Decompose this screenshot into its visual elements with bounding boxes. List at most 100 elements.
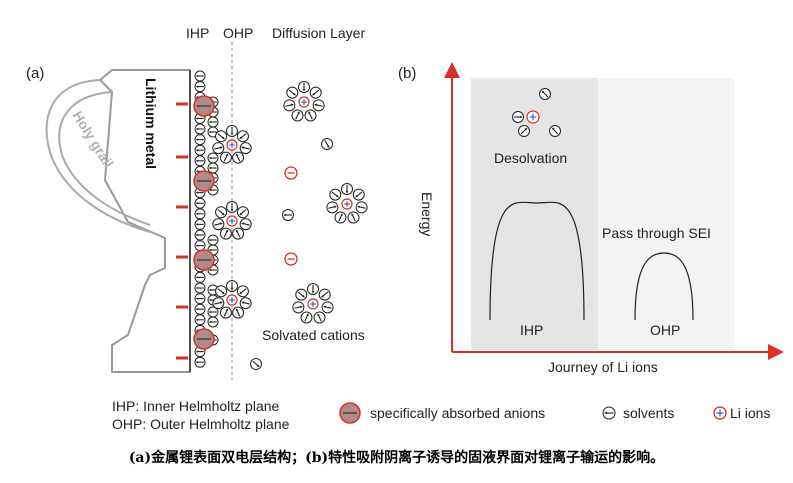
solvent-molecule-icon xyxy=(334,211,347,224)
solvent-molecule-icon xyxy=(207,152,219,164)
li-ion-icon xyxy=(226,139,238,151)
solvent-molecule-icon xyxy=(355,201,368,214)
free-anion xyxy=(284,252,298,266)
solvent-molecule-icon xyxy=(282,209,294,221)
solvent-molecule-icon xyxy=(194,314,206,326)
adsorbed-anion xyxy=(193,95,215,117)
solvent-molecule-icon xyxy=(318,288,331,301)
ihp-region-label: IHP xyxy=(520,322,543,338)
desolvation-label: Desolvation xyxy=(494,150,567,166)
solvated-cation-clusters xyxy=(212,81,368,370)
solvent-molecule-icon xyxy=(215,130,228,143)
solvent-molecule-icon xyxy=(219,306,232,319)
solvent-molecule-icon xyxy=(307,283,319,295)
ihp-label: IHP xyxy=(186,25,209,41)
solvent-molecule-icon xyxy=(239,142,252,155)
li-ion-icon xyxy=(226,294,238,306)
solvent-molecule-icon xyxy=(194,271,206,283)
solvent-molecule-icon xyxy=(194,293,206,305)
legend-li-ions-label: Li ions xyxy=(730,405,771,421)
solvent-molecule-icon xyxy=(291,109,304,122)
solvent-molecule-icon xyxy=(329,188,342,201)
solvent-molecule-icon xyxy=(194,70,206,82)
solvent-molecule-icon xyxy=(232,151,245,164)
legend-anions-label: specifically absorbed anions xyxy=(370,405,546,421)
legend-ohp-definition: OHP: Outer Helmholtz plane xyxy=(112,416,290,432)
solvent-molecule-icon xyxy=(549,125,561,137)
solvated-cation-cluster xyxy=(283,81,325,122)
solvent-molecule-icon xyxy=(232,306,245,319)
legend-ihp-definition: IHP: Inner Helmholtz plane xyxy=(112,398,280,414)
solvent-molecule-icon xyxy=(215,285,228,298)
sei-energy-barrier xyxy=(634,252,694,321)
ohp-label: OHP xyxy=(223,25,253,41)
legend-li-ion-icon xyxy=(713,406,727,420)
solvent-molecule-icon xyxy=(326,201,339,214)
solvent-molecule-icon xyxy=(194,218,206,230)
panel-a-label: (a) xyxy=(26,65,44,82)
surface-charges xyxy=(176,102,188,360)
solvated-cations-label: Solvated cations xyxy=(262,327,365,343)
solvent-molecule-icon xyxy=(518,125,530,137)
li-ion-icon xyxy=(526,110,540,124)
solvent-molecule-icon xyxy=(207,116,219,128)
solvated-cation-cluster xyxy=(326,183,368,224)
solvent-molecule-icon xyxy=(194,208,206,220)
desolvating-li-ion xyxy=(512,88,561,137)
solvent-molecule-icon xyxy=(341,183,353,195)
solvent-molecule-icon xyxy=(347,211,360,224)
solvent-molecule-icon xyxy=(239,297,252,310)
adsorbed-anion xyxy=(193,328,215,350)
li-ion-icon xyxy=(298,96,310,108)
solvent-molecule-icon xyxy=(212,218,225,231)
figure-caption: (a)金属锂表面双电层结构；(b)特性吸附阴离子诱导的固液界面对锂离子输运的影响… xyxy=(128,450,665,466)
journey-axis-label: Journey of Li ions xyxy=(548,359,658,375)
solvent-molecule-icon xyxy=(309,86,322,99)
pass-sei-label: Pass through SEI xyxy=(602,225,711,241)
lithium-metal-label: Lithium metal xyxy=(143,78,159,169)
solvent-molecule-icon xyxy=(194,197,206,209)
energy-axis-label: Energy xyxy=(419,192,435,236)
solvated-cation-cluster xyxy=(212,125,252,164)
solvent-molecule-icon xyxy=(194,282,206,294)
solvent-molecule-icon xyxy=(212,297,225,310)
solvent-molecule-icon xyxy=(283,99,296,112)
solvent-molecule-icon xyxy=(207,162,219,174)
panel-b-label: (b) xyxy=(398,65,416,82)
solvent-molecule-icon xyxy=(194,356,206,368)
solvent-molecule-icon xyxy=(321,301,334,314)
solvent-molecule-icon xyxy=(194,303,206,315)
solvent-molecule-icon xyxy=(312,99,325,112)
solvent-molecule-icon xyxy=(219,151,232,164)
adsorbed-anion xyxy=(193,170,215,192)
solvent-molecule-icon xyxy=(512,111,524,123)
solvent-molecule-icon xyxy=(194,229,206,241)
free-anion xyxy=(284,166,298,180)
solvent-molecule-icon xyxy=(539,88,551,100)
adsorbed-anion xyxy=(193,249,215,271)
solvent-molecule-icon xyxy=(232,227,245,240)
solvated-cation-cluster xyxy=(212,201,252,240)
holy-grail-shape xyxy=(45,69,191,373)
solvent-molecule-icon xyxy=(602,406,616,420)
legend-solvents-label: solvents xyxy=(623,405,675,421)
solvated-cation-cluster xyxy=(212,280,252,319)
solvent-molecule-icon xyxy=(298,81,310,93)
solvent-molecule-icon xyxy=(207,316,219,328)
solvent-molecule-icon xyxy=(194,144,206,156)
solvent-molecule-icon xyxy=(313,311,326,324)
solvent-molecule-icon xyxy=(321,138,333,150)
solvent-molecule-icon xyxy=(226,201,238,213)
adsorbed-anions xyxy=(193,95,215,350)
solvent-molecule-icon xyxy=(304,109,317,122)
figure: (a) IHP OHP Diffusion Layer Holy grail L… xyxy=(26,25,784,424)
solvent-molecule-icon xyxy=(236,130,249,143)
li-ion-icon xyxy=(341,198,353,210)
solvent-molecule-icon xyxy=(250,358,262,370)
solvent-molecule-icon xyxy=(236,285,249,298)
solvent-molecule-icon xyxy=(194,240,206,252)
legend-anion-icon xyxy=(339,402,361,424)
ohp-region xyxy=(598,78,734,350)
solvent-molecule-icon xyxy=(236,206,249,219)
diffusion-layer-label: Diffusion Layer xyxy=(272,25,365,41)
